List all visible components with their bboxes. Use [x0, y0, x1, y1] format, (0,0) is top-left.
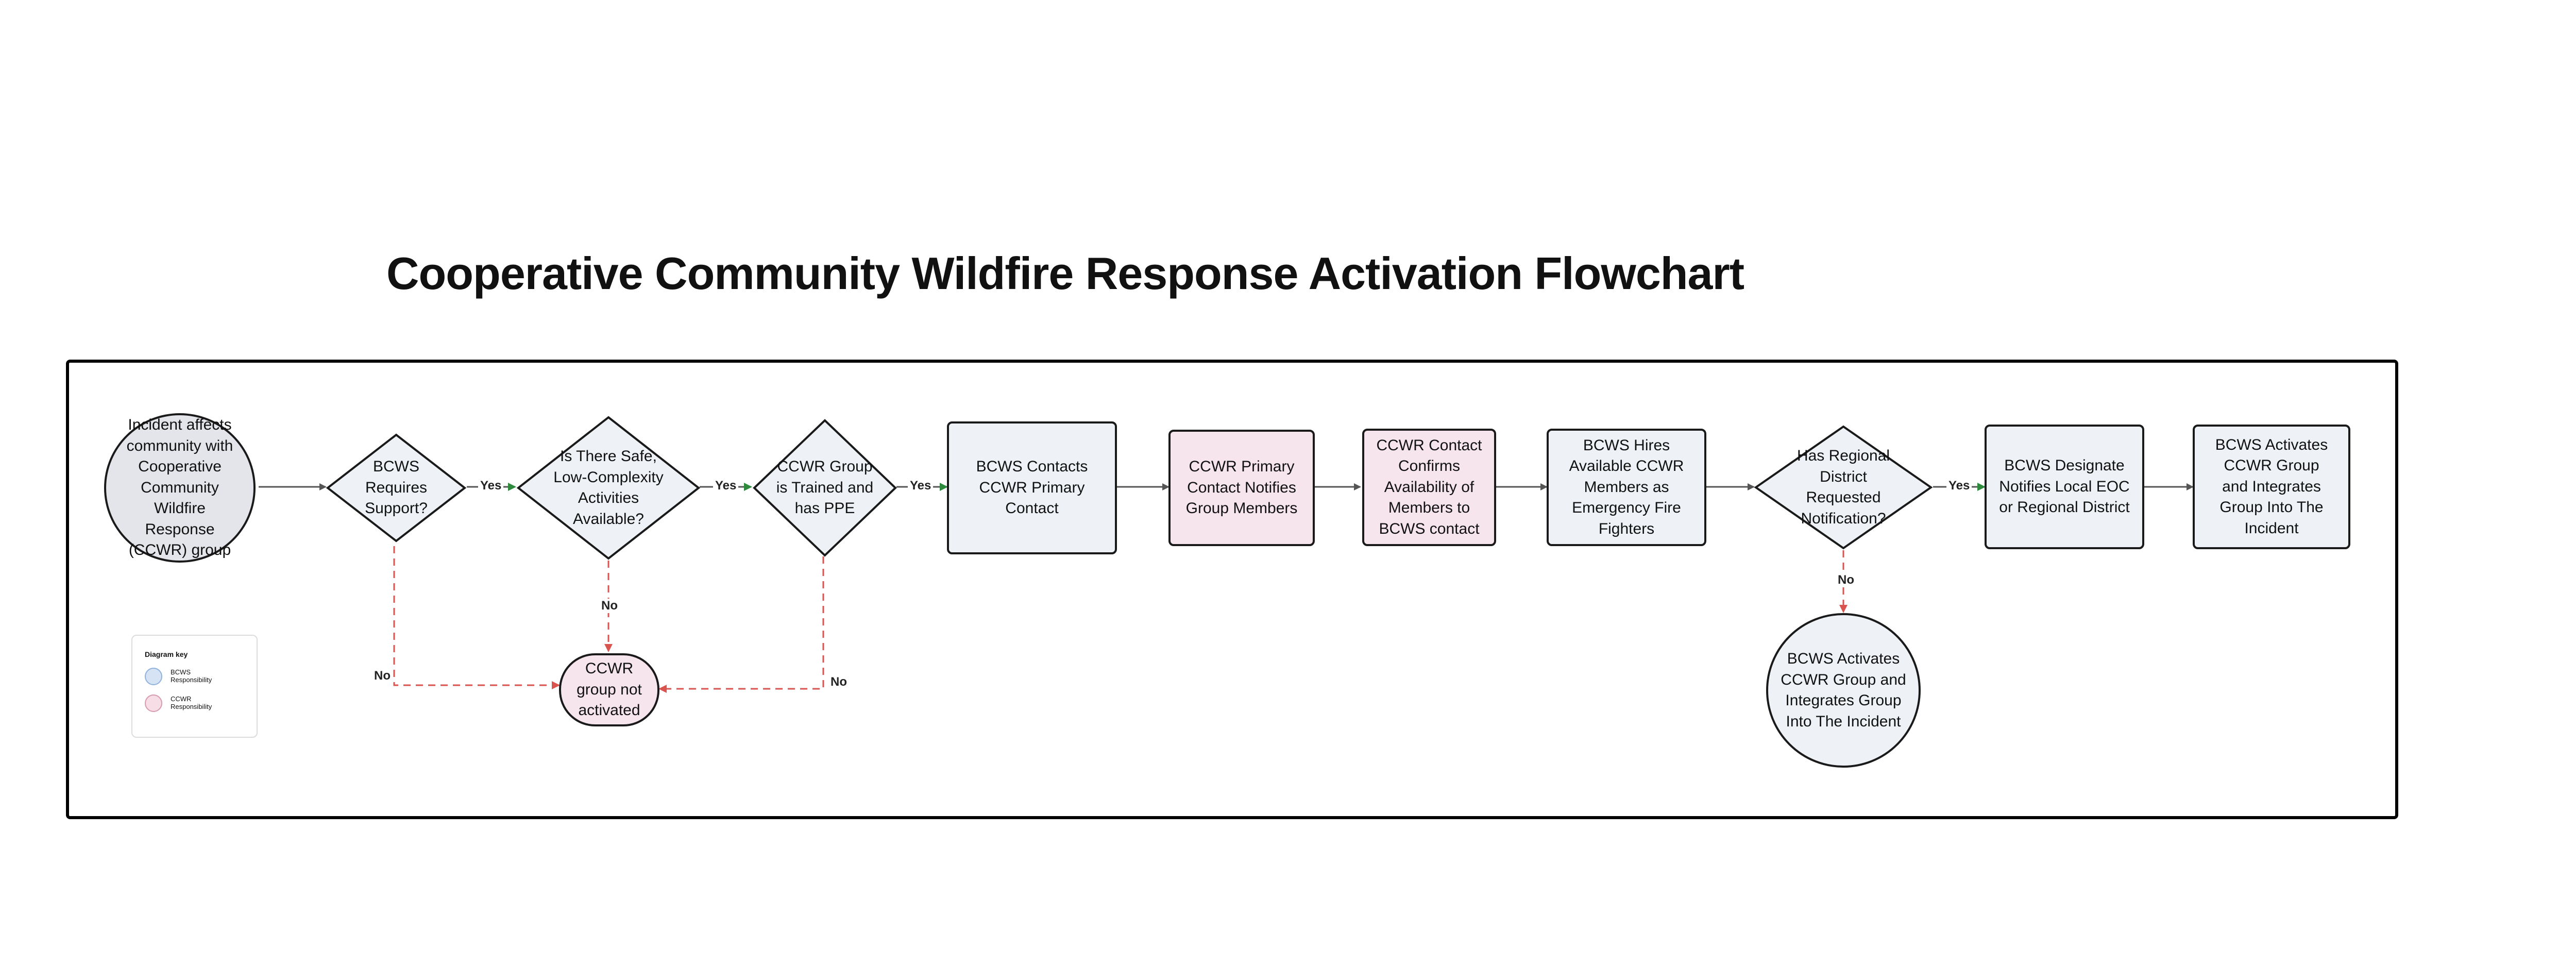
end-node-label: BCWS Activates CCWR Group and Integrates…	[1781, 650, 1906, 730]
process-6-label: BCWS Activates CCWR Group and Integrates…	[2215, 436, 2328, 537]
label-no-d4: No	[1836, 573, 1856, 587]
decision-3-label: CCWR Group is Trained and has PPE	[776, 458, 874, 517]
page-title: Cooperative Community Wildfire Response …	[386, 248, 1744, 299]
legend-item-ccwr: CCWR Responsibility	[145, 694, 244, 712]
edge-d3-no	[658, 556, 824, 693]
label-yes-d3: Yes	[908, 479, 934, 493]
process-2-label: CCWR Primary Contact Notifies Group Memb…	[1185, 458, 1298, 517]
process-4-label: BCWS Hires Available CCWR Members as Eme…	[1569, 436, 1684, 537]
decision-2-label: Is There Safe, Low-Complexity Activities…	[553, 448, 664, 528]
process-ccwr-confirms: CCWR Contact Confirms Availability of Me…	[1362, 429, 1496, 546]
ccwr-swatch	[145, 694, 162, 712]
process-5-label: BCWS Designate Notifies Local EOC or Reg…	[1999, 457, 2130, 516]
edge-d1-no	[393, 546, 560, 689]
legend-title: Diagram key	[145, 650, 188, 658]
process-bcws-designate: BCWS Designate Notifies Local EOC or Reg…	[1985, 425, 2144, 549]
bcws-swatch	[145, 668, 162, 685]
not-activated-label: CCWR group not activated	[577, 660, 642, 719]
decision-4-label: Has Regional District Requested Notifica…	[1797, 447, 1890, 527]
decision-regional-district: Has Regional District Requested Notifica…	[1754, 425, 1933, 550]
label-no-d1: No	[372, 669, 393, 683]
process-1-label: BCWS Contacts CCWR Primary Contact	[976, 458, 1088, 517]
process-bcws-contacts: BCWS Contacts CCWR Primary Contact	[947, 421, 1117, 554]
process-3-label: CCWR Contact Confirms Availability of Me…	[1376, 436, 1482, 537]
process-bcws-hires: BCWS Hires Available CCWR Members as Eme…	[1547, 429, 1706, 546]
start-node-label: Incident affects community with Cooperat…	[126, 416, 233, 559]
start-node: Incident affects community with Cooperat…	[104, 413, 256, 563]
process-ccwr-notifies: CCWR Primary Contact Notifies Group Memb…	[1168, 430, 1315, 546]
label-yes-d1: Yes	[478, 479, 504, 493]
label-yes-d4: Yes	[1946, 479, 1972, 493]
legend-item-bcws: BCWS Responsibility	[145, 668, 244, 685]
label-no-d3: No	[828, 675, 849, 689]
label-yes-d2: Yes	[713, 479, 739, 493]
legend-label-bcws: BCWS Responsibility	[171, 668, 212, 684]
diagram-key: Diagram key BCWS Responsibility CCWR Res…	[131, 635, 258, 738]
diagram-frame	[66, 360, 2398, 819]
label-no-d2: No	[599, 599, 620, 613]
decision-1-label: BCWS Requires Support?	[365, 458, 428, 517]
end-bcws-activates: BCWS Activates CCWR Group and Integrates…	[1766, 613, 1921, 768]
decision-trained-ppe: CCWR Group is Trained and has PPE	[752, 418, 897, 557]
decision-safe-activities: Is There Safe, Low-Complexity Activities…	[516, 415, 701, 561]
decision-bcws-requires-support: BCWS Requires Support?	[326, 433, 467, 543]
legend-label-ccwr: CCWR Responsibility	[171, 695, 212, 710]
process-bcws-activates: BCWS Activates CCWR Group and Integrates…	[2193, 425, 2350, 549]
terminal-not-activated: CCWR group not activated	[559, 653, 659, 726]
